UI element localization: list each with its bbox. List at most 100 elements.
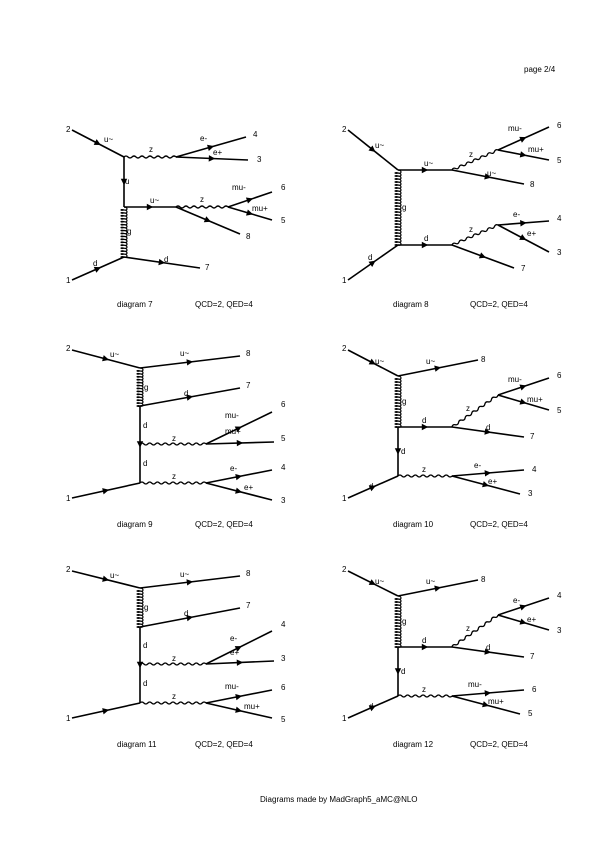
arrow-marker: [519, 234, 527, 240]
particle-label: u~: [426, 357, 435, 366]
particle-label: e+: [230, 648, 239, 657]
leg-label: 7: [246, 601, 251, 610]
arrow-marker: [208, 155, 216, 162]
arrow-marker: [368, 358, 376, 365]
leg-label: 5: [557, 406, 562, 415]
particle-label: e-: [513, 596, 520, 605]
particle-label: z: [149, 145, 153, 154]
arrow-marker: [434, 585, 442, 592]
particle-label: d: [486, 643, 490, 652]
particle-label: u~: [180, 349, 189, 358]
leg-label: 5: [281, 715, 286, 724]
arrow-marker: [421, 241, 429, 249]
arrow-marker: [120, 178, 128, 186]
diagram-7: 2 1 u~ u d g z z e- e+ mu- mu+ u~ d 4 3 …: [66, 125, 286, 309]
arrow-marker: [484, 428, 492, 435]
arrow-marker: [484, 173, 492, 180]
particle-label: d: [368, 253, 372, 262]
arrow-marker: [368, 705, 376, 712]
particle-label: mu+: [252, 204, 268, 213]
leg-label: 7: [530, 652, 535, 661]
leg-label: 3: [557, 626, 562, 635]
diagram-caption: diagram 11: [117, 740, 157, 749]
particle-label: mu-: [232, 183, 246, 192]
particle-label: d: [143, 459, 147, 468]
particle-label: e+: [527, 229, 536, 238]
particle-label: mu-: [508, 375, 522, 384]
leg-label: 1: [342, 714, 347, 723]
leg-label: 7: [530, 432, 535, 441]
particle-label: e-: [474, 461, 481, 470]
arrow-marker: [93, 266, 101, 273]
particle-label: mu-: [225, 682, 239, 691]
z-propagator: [397, 694, 453, 698]
arrow-marker: [421, 643, 429, 651]
z-propagator: [139, 481, 207, 485]
arrow-marker: [235, 693, 243, 701]
z-propagator: [175, 205, 229, 209]
leg-label: 7: [521, 264, 526, 273]
particle-label: mu-: [508, 124, 522, 133]
particle-label: d: [143, 421, 147, 430]
arrow-marker: [482, 701, 490, 708]
leg-label: 2: [342, 125, 347, 134]
arrow-marker: [93, 139, 101, 145]
arrow-marker: [520, 220, 527, 227]
particle-label: u~: [487, 169, 496, 178]
diagram-8: 2 1 u~ u~ g d z z mu- mu+ u~ e- e+ d 6 5…: [342, 121, 562, 309]
leg-label: 2: [342, 565, 347, 574]
leg-label: 7: [246, 381, 251, 390]
arrow-marker: [102, 488, 110, 495]
particle-label: d: [184, 609, 188, 618]
arrow-marker: [146, 203, 154, 211]
diagram-caption: diagram 10: [393, 520, 434, 529]
arrow-marker: [234, 426, 242, 433]
particle-label: u: [125, 177, 129, 186]
leg-label: 5: [281, 216, 286, 225]
leg-label: 6: [281, 683, 286, 692]
particle-label: d: [143, 679, 147, 688]
leg-label: 8: [246, 569, 251, 578]
arrow-marker: [186, 394, 194, 401]
arrow-marker: [484, 690, 492, 697]
particle-label: mu-: [468, 680, 482, 689]
arrow-marker: [203, 216, 211, 223]
leg-label: 3: [528, 489, 533, 498]
leg-label: 8: [481, 575, 486, 584]
leg-label: 2: [66, 125, 71, 134]
leg-label: 1: [66, 714, 71, 723]
coupling-order: QCD=2, QED=4: [195, 300, 253, 309]
diagram-caption: diagram 12: [393, 740, 434, 749]
particle-label: e+: [244, 483, 253, 492]
gluon-propagator: [394, 595, 402, 648]
particle-label: u~: [150, 196, 159, 205]
particle-label: mu+: [225, 427, 241, 436]
diagram-10: 2 1 u~ u~ g d d d z z mu- mu+ d e- e+ 8 …: [342, 344, 562, 529]
z-propagator: [451, 224, 499, 246]
arrow-marker: [246, 209, 254, 216]
particle-label: d: [93, 259, 97, 268]
arrow-marker: [484, 470, 492, 477]
arrow-marker: [102, 355, 110, 362]
particle-label: z: [172, 472, 176, 481]
leg-label: 8: [246, 349, 251, 358]
diagram-9: 2 1 u~ u~ g d d d z z mu- mu+ e- e+ 8 7 …: [66, 344, 286, 529]
arrow-marker: [482, 481, 490, 488]
leg-label: 5: [281, 434, 286, 443]
arrow-marker: [102, 708, 110, 715]
arrow-marker: [368, 260, 376, 267]
leg-label: 2: [342, 344, 347, 353]
leg-label: 5: [557, 156, 562, 165]
particle-label: e-: [200, 134, 207, 143]
leg-label: 2: [66, 344, 71, 353]
particle-label: z: [200, 195, 204, 204]
z-propagator: [451, 149, 499, 171]
arrow-marker: [186, 579, 194, 586]
particle-label: u~: [375, 577, 384, 586]
leg-label: 3: [281, 654, 286, 663]
leg-label: 4: [281, 620, 286, 629]
particle-label: d: [424, 234, 428, 243]
leg-label: 6: [557, 371, 562, 380]
arrow-marker: [102, 575, 110, 582]
